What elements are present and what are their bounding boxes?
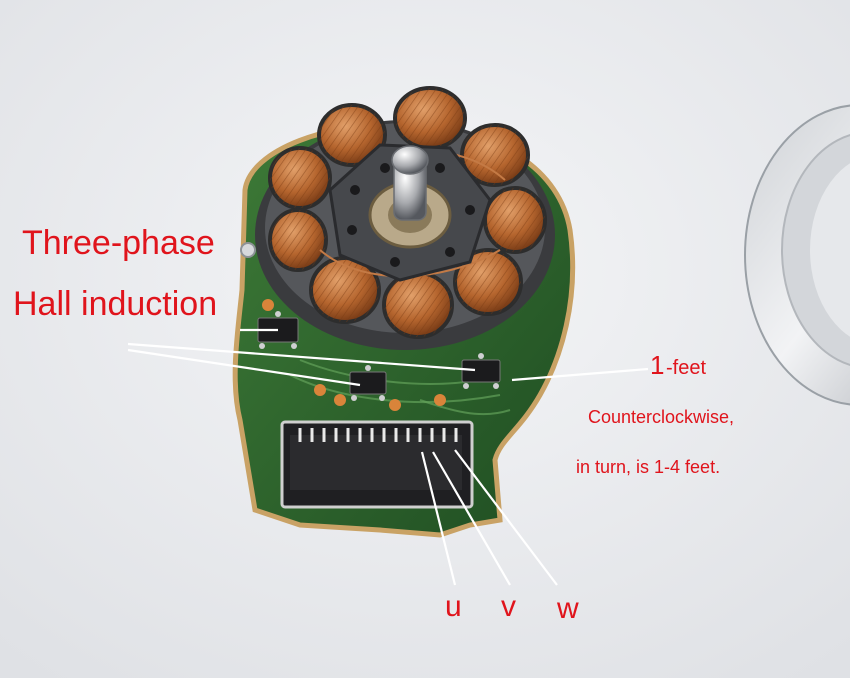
counterclockwise-label: Counterclockwise, bbox=[588, 407, 735, 427]
phase-w-label: w bbox=[557, 592, 579, 625]
in-turn-label: in turn, is 1-4 feet. bbox=[576, 457, 721, 477]
phase-v-label: v bbox=[501, 590, 516, 623]
aluminum-cap bbox=[744, 104, 850, 406]
annotation-lines bbox=[127, 328, 649, 586]
three-phase-label: Three-phase bbox=[22, 224, 215, 262]
feet-number-label: 1 bbox=[650, 350, 665, 380]
phase-u-label: u bbox=[445, 590, 462, 623]
feet-text-label: -feet bbox=[666, 357, 707, 379]
connector-icon bbox=[280, 420, 474, 509]
hall-sensor-chip-icon bbox=[257, 311, 501, 401]
stator bbox=[255, 86, 555, 350]
hall-induction-label: Hall induction bbox=[13, 285, 218, 323]
coils bbox=[268, 86, 547, 339]
